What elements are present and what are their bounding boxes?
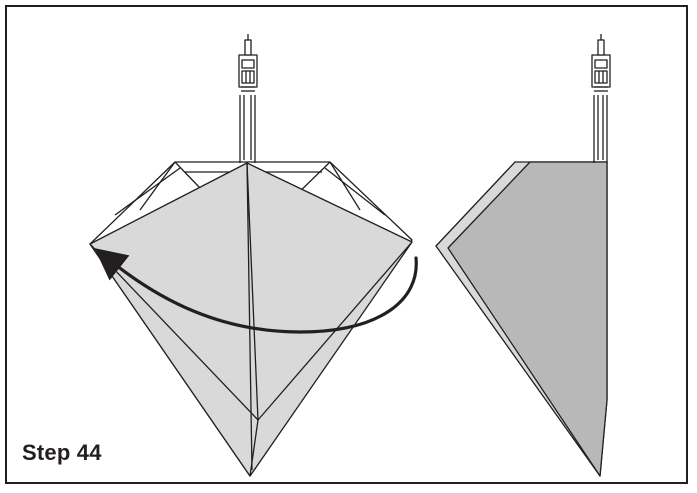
right-figure [435, 34, 611, 477]
left-back-crease-6 [114, 167, 181, 216]
left-figure-head [238, 34, 258, 163]
left-back-crease-7 [324, 167, 386, 216]
left-back-crease-4 [329, 161, 361, 211]
left-kite-center-crease [246, 162, 259, 421]
curved-arrow-icon [94, 248, 418, 334]
left-back-crease-3 [139, 161, 176, 211]
right-figure-head [591, 34, 611, 163]
step-label: Step 44 [22, 440, 102, 465]
left-figure [89, 34, 413, 477]
left-kite-crease-d [246, 162, 253, 471]
